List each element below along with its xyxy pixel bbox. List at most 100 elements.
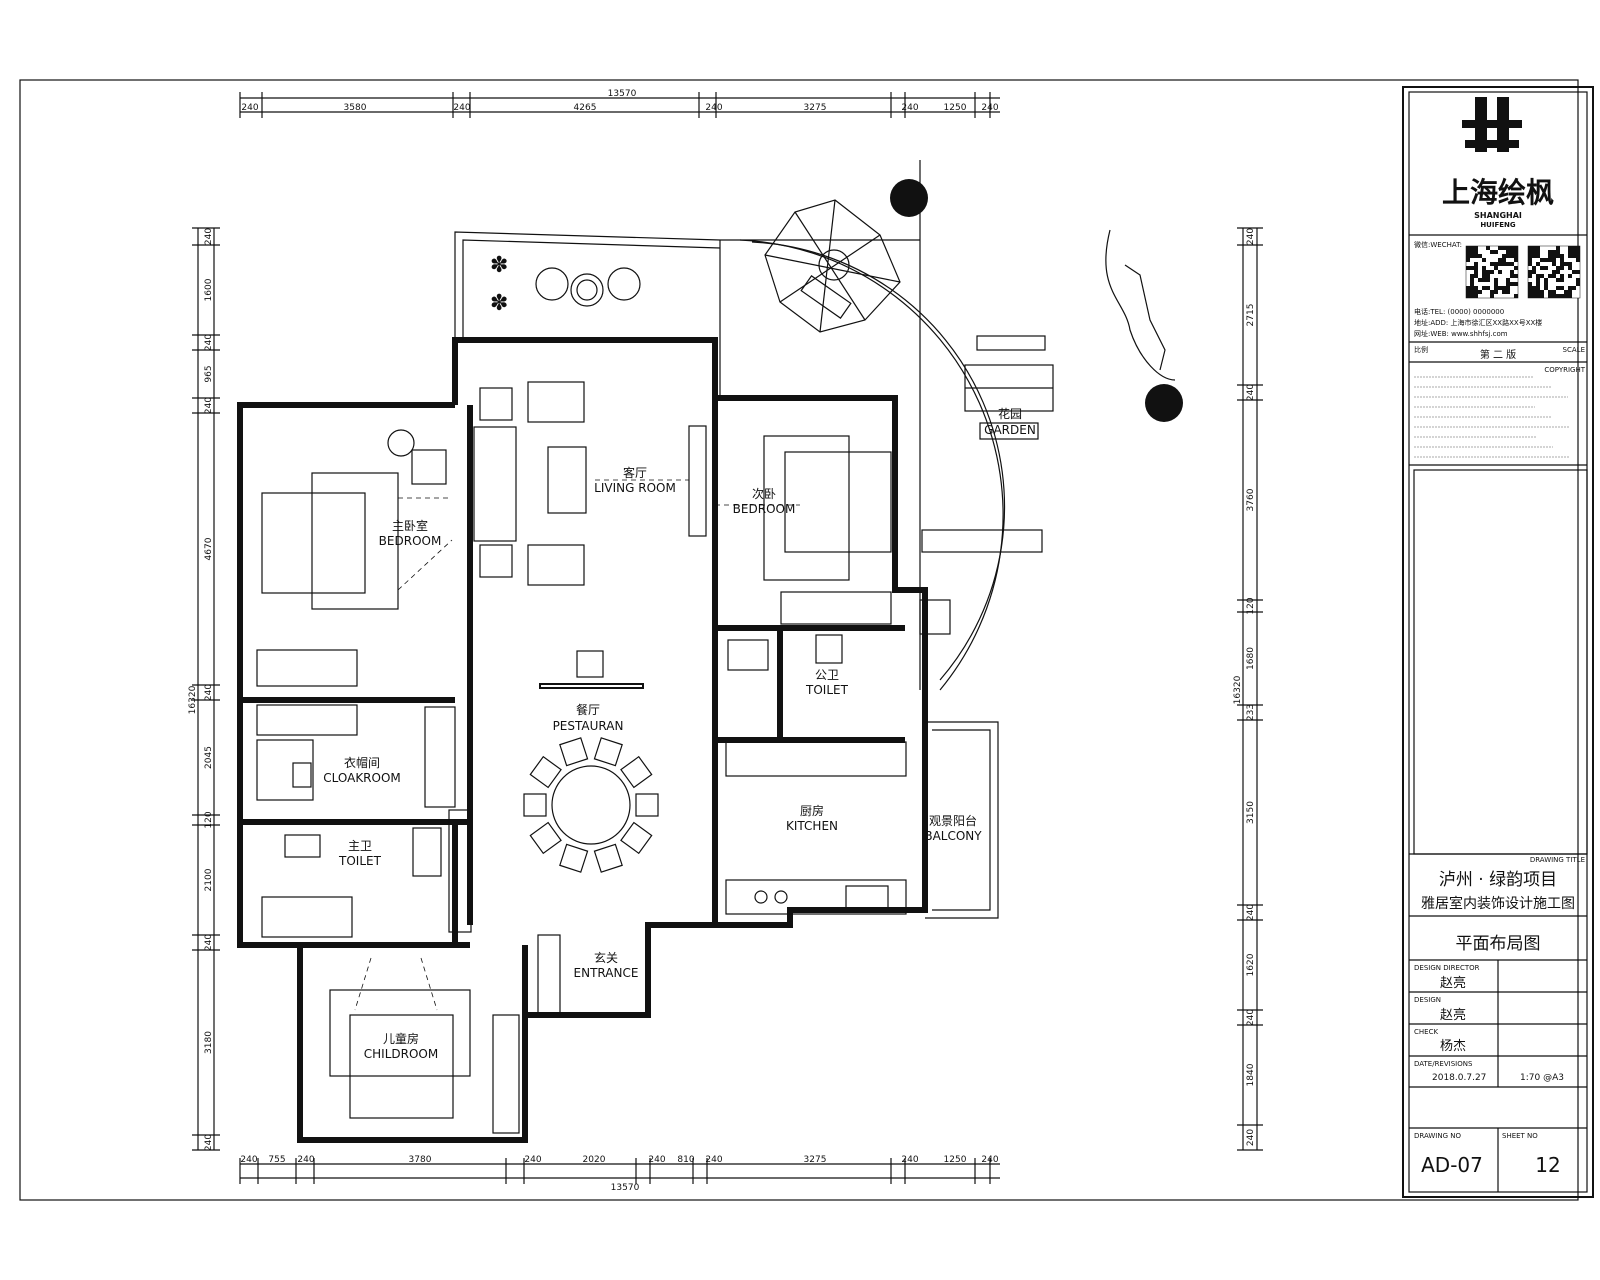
dim-right-8: 240	[1246, 904, 1256, 921]
drawing-title-label: DRAWING TITLE	[1530, 856, 1585, 864]
checker-label: CHECK	[1414, 1028, 1438, 1036]
dim-bottom-11: 1250	[944, 1155, 967, 1165]
furniture: ✽ ✽	[256, 253, 951, 1134]
dim-left-4: 240	[204, 397, 214, 414]
dim-left-5: 4670	[204, 537, 214, 560]
dim-right-2: 240	[1246, 384, 1256, 401]
company-name-en-1: SHANGHAI	[1474, 211, 1522, 220]
dim-left-total: 16320	[188, 685, 198, 714]
dim-right-total: 16320	[1233, 675, 1243, 704]
entrance-label-en: ENTRANCE	[574, 966, 639, 980]
dim-right-0: 240	[1246, 228, 1256, 245]
dining-label-en: PESTAURAN	[553, 719, 624, 733]
dimension-lines: 13570 240 3580 240 4265 240 3275 240 125…	[188, 89, 1263, 1193]
title-block: 上海绘枫 SHANGHAI HUIFENG 微信:WECHAT: 电话:TEL:…	[1402, 86, 1594, 1198]
dim-bottom-12: 240	[981, 1155, 998, 1165]
dim-top-5: 3275	[804, 103, 827, 113]
dim-top-overall: 13570	[608, 89, 637, 99]
dim-left-6: 240	[204, 684, 214, 701]
dim-left-2: 240	[204, 334, 214, 351]
garden-terrace	[719, 160, 1183, 691]
sheet-border	[19, 79, 1579, 1201]
dim-bottom-4: 240	[524, 1155, 541, 1165]
dim-top-3: 4265	[574, 103, 597, 113]
dim-left-8: 120	[204, 811, 214, 828]
garden-label-en: GARDEN	[984, 423, 1036, 437]
copyright-label: COPYRIGHT	[1544, 366, 1585, 374]
project-subtitle: 雅居室内装饰设计施工图	[1421, 895, 1575, 912]
scale-value: 第 二 版	[1480, 348, 1516, 361]
childroom-label-en: CHILDROOM	[364, 1047, 438, 1061]
dining-chair	[593, 737, 623, 767]
designer-name: 赵亮	[1440, 975, 1466, 991]
master-bedroom-label-en: BEDROOM	[379, 534, 442, 548]
company-name-cn: 上海绘枫	[1442, 176, 1554, 209]
living-room-label-en: LIVING ROOM	[594, 481, 676, 495]
dim-bottom-9: 3275	[804, 1155, 827, 1165]
dim-bottom-0: 240	[240, 1155, 257, 1165]
qr-code-2	[1527, 245, 1581, 299]
sheet-title: 平面布局图	[1456, 934, 1541, 954]
dim-bottom-7: 810	[677, 1155, 694, 1165]
checker-name: 杨杰	[1440, 1039, 1466, 1054]
dim-right-12: 240	[1246, 1129, 1256, 1146]
dim-right-7: 3150	[1246, 801, 1256, 824]
dim-right-10: 240	[1246, 1009, 1256, 1026]
company-name-en-2: HUIFENG	[1480, 221, 1516, 229]
project-name: 泸州 · 绿韵项目	[1439, 870, 1557, 890]
dining-chair	[635, 793, 659, 817]
dim-bottom-8: 240	[705, 1155, 722, 1165]
dining-chair	[620, 755, 653, 789]
cloakroom-label-cn: 衣帽间	[344, 755, 380, 770]
dim-left-10: 240	[204, 934, 214, 951]
entrance-label-cn: 玄关	[594, 950, 618, 965]
dim-top-0: 240	[241, 103, 258, 113]
scale-label: 比例	[1414, 345, 1428, 354]
bedroom2-label-en: BEDROOM	[733, 502, 796, 516]
svg-text:✽: ✽	[490, 253, 508, 278]
dining-chair	[559, 843, 589, 873]
dim-top-8: 240	[981, 103, 998, 113]
dining-chair	[620, 821, 653, 855]
date-label: DATE/REVISIONS	[1414, 1060, 1473, 1068]
dim-right-3: 3760	[1246, 488, 1256, 511]
dim-right-11: 1840	[1246, 1063, 1256, 1086]
contact-web: 网址:WEB: www.shhfsj.com	[1414, 329, 1508, 338]
dim-left-12: 240	[204, 1134, 214, 1151]
dim-bottom-2: 240	[297, 1155, 314, 1165]
dim-right-1: 2715	[1246, 304, 1256, 327]
childroom-label-cn: 儿童房	[383, 1031, 419, 1046]
kitchen-label-en: KITCHEN	[786, 819, 838, 833]
dim-top-4: 240	[705, 103, 722, 113]
qr-code-1	[1465, 245, 1519, 299]
dim-right-6: 233	[1246, 704, 1256, 721]
public-toilet-label-cn: 公卫	[815, 668, 839, 682]
dim-right-5: 1680	[1246, 647, 1256, 670]
living-room-label-cn: 客厅	[623, 465, 647, 480]
dim-left-11: 3180	[204, 1031, 214, 1054]
dim-top-2: 240	[453, 103, 470, 113]
company-logo	[1462, 97, 1522, 152]
kitchen-label-cn: 厨房	[800, 803, 824, 818]
dining-label-cn: 餐厅	[576, 702, 600, 717]
drawing-scale: 1:70 @A3	[1520, 1073, 1564, 1083]
drafter-name: 赵亮	[1440, 1007, 1466, 1023]
dim-left-7: 2045	[204, 746, 214, 769]
room-labels: 客厅 LIVING ROOM 次卧 BEDROOM 主卧室 BEDROOM 衣帽…	[323, 406, 1036, 1061]
dim-left-1: 1600	[204, 278, 214, 301]
drafter-label: DESIGN	[1414, 996, 1441, 1004]
contact-address: 地址:ADD: 上海市徐汇区XX路XX号XX楼	[1414, 318, 1542, 327]
dining-chair	[593, 843, 623, 873]
dining-chair	[523, 793, 547, 817]
dim-left-9: 2100	[204, 868, 214, 891]
master-bedroom-label-cn: 主卧室	[392, 518, 428, 533]
drawing-number: AD-07	[1421, 1153, 1483, 1177]
master-toilet-label-cn: 主卫	[348, 839, 372, 853]
balcony-label-cn: 观景阳台	[929, 813, 977, 828]
dim-bottom-3: 3780	[409, 1155, 432, 1165]
wechat-label: 微信:WECHAT:	[1414, 240, 1462, 249]
sheet-number: 12	[1535, 1153, 1560, 1177]
dim-right-9: 1620	[1246, 953, 1256, 976]
dim-left-0: 240	[204, 228, 214, 245]
dim-bottom-6: 240	[648, 1155, 665, 1165]
